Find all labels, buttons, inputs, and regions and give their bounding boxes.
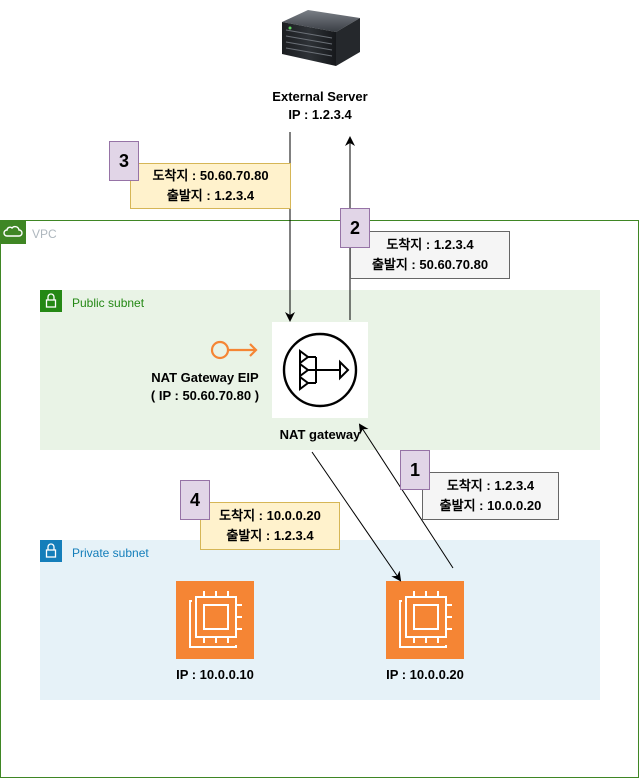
public-lock-icon [40, 290, 62, 312]
nat-gateway-label: NAT gateway [279, 427, 361, 442]
nat-eip-label: NAT Gateway EIP ( IP : 50.60.70.80 ) [130, 369, 280, 405]
ec2-chip-icon [399, 591, 452, 648]
step-1-packet-box: 도착지 : 1.2.3.4 출발지 : 10.0.0.20 [422, 472, 559, 520]
step-3-src: 출발지 : 1.2.3.4 [166, 188, 255, 203]
elastic-ip-icon [210, 340, 258, 360]
instance-1-ip: IP : 10.0.0.10 [176, 667, 254, 682]
step-3-badge: 3 [109, 141, 139, 181]
arrow-step-1 [358, 423, 454, 569]
step-4-badge: 4 [180, 480, 210, 520]
step-1-src: 출발지 : 10.0.0.20 [439, 498, 542, 513]
step-4-src: 출발지 : 1.2.3.4 [226, 528, 314, 543]
external-server-ip: IP : 1.2.3.4 [288, 107, 352, 122]
private-lock-icon [40, 540, 62, 562]
step-3-packet-box: 도착지 : 50.60.70.80 출발지 : 1.2.3.4 [130, 163, 291, 209]
server-icon [282, 10, 360, 66]
step-4-dest: 도착지 : 10.0.0.20 [219, 508, 321, 523]
nat-gateway-icon [282, 332, 358, 408]
step-3-dest: 도착지 : 50.60.70.80 [152, 168, 269, 183]
private-subnet-label: Private subnet [72, 546, 149, 560]
nat-eip-ip: ( IP : 50.60.70.80 ) [150, 388, 260, 403]
step-2-dest: 도착지 : 1.2.3.4 [386, 237, 474, 252]
step-2-packet-box: 도착지 : 1.2.3.4 출발지 : 50.60.70.80 [350, 231, 510, 279]
ec2-chip-icon [189, 591, 242, 648]
step-4-packet-box: 도착지 : 10.0.0.20 출발지 : 1.2.3.4 [200, 502, 340, 550]
external-server-name: External Server [272, 89, 368, 104]
vpc-label: VPC [32, 227, 57, 241]
public-subnet-label: Public subnet [72, 296, 145, 310]
step-2-badge: 2 [340, 208, 370, 248]
step-2-src: 출발지 : 50.60.70.80 [371, 257, 489, 272]
external-server-label: External Server IP : 1.2.3.4 [240, 88, 400, 124]
nat-eip-title: NAT Gateway EIP [151, 370, 259, 385]
vpc-container [0, 220, 639, 778]
step-1-dest: 도착지 : 1.2.3.4 [446, 478, 535, 493]
instance-2-ip: IP : 10.0.0.20 [386, 667, 464, 682]
cloud-icon [0, 220, 26, 244]
private-subnet [40, 540, 600, 700]
arrow-step-4 [311, 451, 402, 582]
step-1-badge: 1 [400, 450, 430, 490]
